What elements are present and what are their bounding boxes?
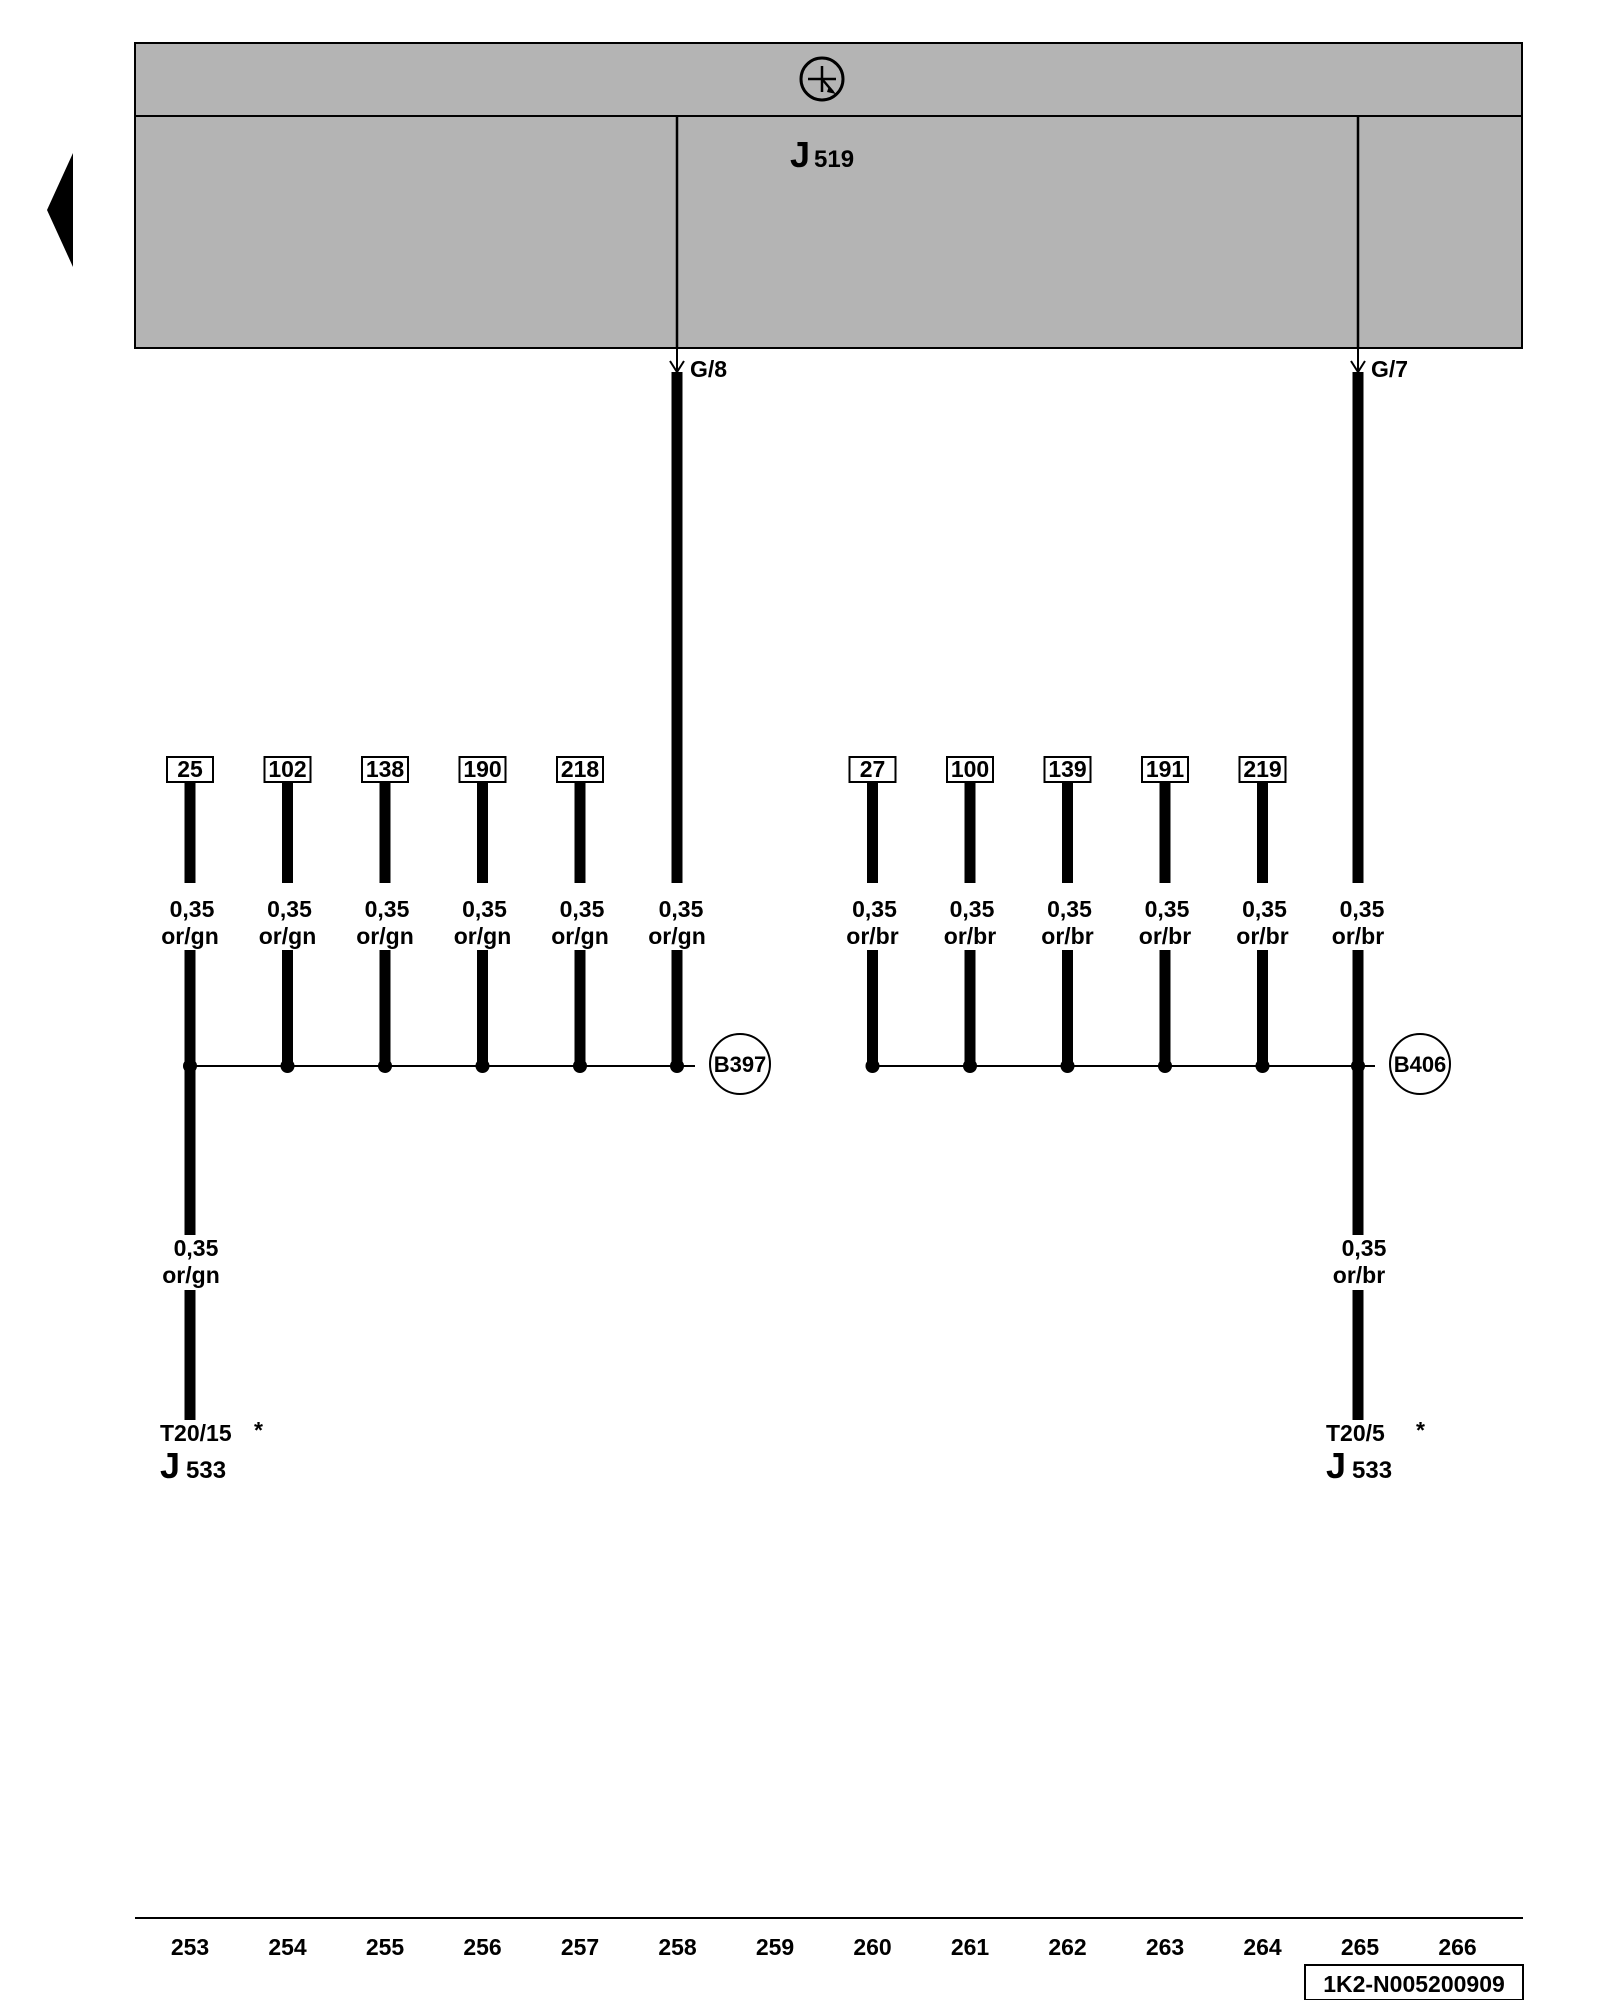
pin-label: G/7 — [1371, 356, 1408, 382]
wire-size: 0,35 — [1145, 896, 1190, 922]
wire-color: or/gn — [259, 923, 317, 949]
control-unit-body — [134, 115, 1523, 349]
reference-box — [166, 756, 214, 783]
reference-box — [1043, 756, 1092, 783]
reference-number: 218 — [561, 756, 600, 782]
track-number: 253 — [171, 1934, 209, 1960]
pin-label: G/8 — [690, 356, 727, 382]
wire-labels: 250,35or/gn1020,35or/gn1380,35or/gn1900,… — [161, 756, 1386, 1288]
reference-box — [848, 756, 897, 783]
junction-dot — [378, 1059, 392, 1073]
junction-dot — [963, 1059, 977, 1073]
track-number: 259 — [756, 1934, 794, 1960]
wire-size: 0,35 — [462, 896, 507, 922]
track-number: 266 — [1438, 1934, 1476, 1960]
control-unit-number: 519 — [814, 146, 854, 173]
wire-size: 0,35 — [1340, 896, 1385, 922]
wire-size: 0,35 — [852, 896, 897, 922]
terminal-marker: * — [254, 1417, 263, 1443]
wire-color: or/gn — [356, 923, 414, 949]
diagram-id: 1K2-N005200909 — [1304, 1964, 1524, 2000]
wire-color: or/gn — [551, 923, 609, 949]
wire-size: 0,35 — [365, 896, 410, 922]
terminal-component-letter: J — [160, 1445, 180, 1486]
reference-box — [946, 756, 994, 783]
diagram-id-text: 1K2-N005200909 — [1323, 1971, 1505, 1997]
junction-dot — [670, 1059, 684, 1073]
reference-number: 139 — [1048, 756, 1086, 782]
reference-number: 190 — [463, 756, 501, 782]
wire-size: 0,35 — [170, 896, 215, 922]
terminal-right: T20/5 * J 533 — [1326, 1417, 1425, 1486]
terminal-component-number: 533 — [1352, 1457, 1392, 1484]
terminal-pin: T20/15 — [160, 1420, 232, 1446]
previous-page-arrow-icon[interactable] — [47, 153, 73, 267]
wire-size: 0,35 — [560, 896, 605, 922]
current-track-numbers: 253 254 255 256 257 258 259 260 261 262 263 264 265 2… — [171, 1934, 1477, 1960]
connector-b397: B397 — [709, 1033, 771, 1095]
reference-number: 27 — [860, 756, 886, 782]
wire-size: 0,35 — [950, 896, 995, 922]
wire-color: or/br — [944, 923, 996, 949]
reference-box — [1238, 756, 1287, 783]
reference-number: 25 — [177, 756, 203, 782]
track-number: 258 — [658, 1934, 697, 1960]
reference-number: 138 — [366, 756, 405, 782]
wire-color: or/br — [1236, 923, 1288, 949]
junction-dot — [1255, 1059, 1270, 1073]
control-unit-letter: J — [790, 134, 810, 175]
reference-number: 102 — [268, 756, 306, 782]
terminal-left: T20/15 * J 533 — [160, 1417, 263, 1486]
wire-color: or/br — [1139, 923, 1191, 949]
wire-size: 0,35 — [1047, 896, 1092, 922]
track-number: 261 — [951, 1934, 990, 1960]
wire-size: 0,35 — [1242, 896, 1287, 922]
track-number: 263 — [1146, 1934, 1184, 1960]
junction-dot — [865, 1059, 880, 1073]
junction-dot — [475, 1059, 490, 1073]
control-unit-j519: J 519 — [134, 42, 1523, 349]
reference-number: 100 — [951, 756, 989, 782]
track-number: 264 — [1243, 1934, 1282, 1960]
electronic-control-symbol-icon — [799, 56, 845, 102]
junction-dot — [280, 1059, 295, 1073]
connector-label: B397 — [714, 1052, 767, 1077]
wires — [166, 372, 1375, 1420]
wire-color: or/br — [846, 923, 898, 949]
wire-color: or/br — [1332, 923, 1384, 949]
reference-box — [556, 756, 604, 783]
track-number: 256 — [463, 1934, 501, 1960]
pin-g8: G/8 — [669, 348, 727, 382]
terminal-component-letter: J — [1326, 1445, 1346, 1486]
track-number: 262 — [1048, 1934, 1086, 1960]
wire-size: 0,35 — [1342, 1235, 1387, 1261]
junction-dot — [1158, 1059, 1172, 1073]
wire-color: or/br — [1333, 1262, 1385, 1288]
track-number: 260 — [853, 1934, 891, 1960]
wire-size: 0,35 — [267, 896, 312, 922]
wire-color: or/gn — [454, 923, 512, 949]
terminal-pin: T20/5 — [1326, 1420, 1385, 1446]
connector-b406: B406 — [1389, 1033, 1451, 1095]
track-number: 257 — [561, 1934, 599, 1960]
track-number: 255 — [366, 1934, 405, 1960]
junction-dot — [573, 1059, 587, 1073]
terminal-marker: * — [1416, 1417, 1425, 1443]
reference-number: 191 — [1146, 756, 1185, 782]
wire-size: 0,35 — [174, 1235, 219, 1261]
terminal-component-number: 533 — [186, 1457, 226, 1484]
connector-label: B406 — [1394, 1052, 1447, 1077]
wire-size: 0,35 — [659, 896, 704, 922]
track-number: 265 — [1341, 1934, 1380, 1960]
wire-color: or/gn — [162, 1262, 220, 1288]
track-number: 254 — [268, 1934, 307, 1960]
wire-color: or/br — [1041, 923, 1093, 949]
reference-number: 219 — [1243, 756, 1281, 782]
wire-color: or/gn — [161, 923, 219, 949]
junction-dot — [1060, 1059, 1075, 1073]
wire-color: or/gn — [648, 923, 706, 949]
reference-box — [263, 756, 312, 783]
